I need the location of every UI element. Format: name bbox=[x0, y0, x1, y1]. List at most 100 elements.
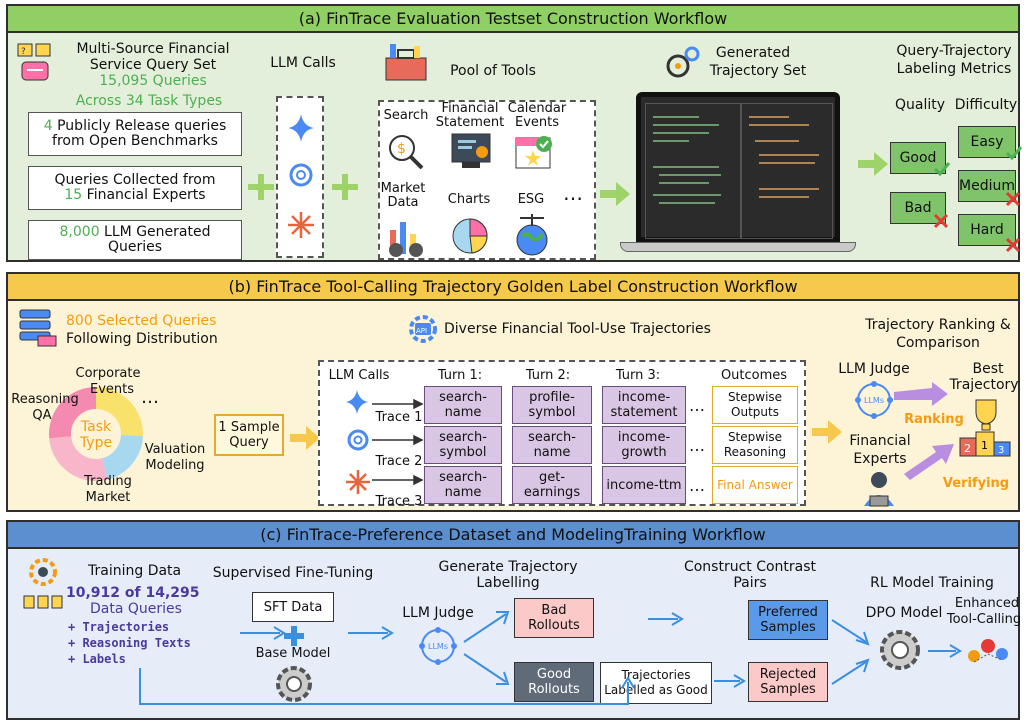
trace3-label: Trace 3 bbox=[375, 494, 423, 509]
trace2-label: Trace 2 bbox=[375, 454, 423, 469]
quality-label: Quality bbox=[894, 97, 946, 113]
llm-judge-label-c: LLM Judge bbox=[402, 605, 474, 621]
rl-title: RL Model Training bbox=[870, 575, 994, 591]
trace1-turn1: search-name bbox=[424, 386, 502, 424]
code-pane-right bbox=[741, 103, 833, 239]
quality-bad: Bad bbox=[890, 192, 946, 224]
cat-valuation-2: Modeling bbox=[145, 458, 205, 473]
td-line5: + Labels bbox=[68, 652, 126, 666]
tool-calendar-events-label: Calendar Events bbox=[507, 101, 567, 130]
diverse-title: Diverse Financial Tool-Use Trajectories bbox=[444, 321, 711, 337]
bottom-connector bbox=[139, 668, 635, 705]
tool-search-label: Search bbox=[383, 108, 429, 123]
trace2-turn3: income-growth bbox=[602, 426, 686, 464]
claude-icon bbox=[288, 212, 314, 238]
trace-arrows bbox=[372, 398, 424, 486]
plus-icon bbox=[332, 174, 358, 200]
verifying-label: Verifying bbox=[942, 476, 1010, 491]
cat-reasoning-2: QA bbox=[32, 408, 52, 423]
claude-icon bbox=[346, 470, 370, 494]
gen-title-1: Generate Trajectory bbox=[438, 559, 578, 575]
difficulty-medium: Medium bbox=[958, 170, 1016, 202]
following-distribution: Following Distribution bbox=[66, 331, 218, 347]
check-icon bbox=[933, 162, 951, 177]
svg-text:$: $ bbox=[397, 141, 406, 157]
api-gear-icon: API bbox=[409, 315, 437, 343]
td-line4: + Reasoning Texts bbox=[68, 636, 191, 650]
trace2-turn2: search-name bbox=[512, 426, 592, 464]
enhanced-1: Enhanced bbox=[954, 596, 1020, 611]
cat-valuation-1: Valuation bbox=[144, 442, 206, 457]
trace2-turn1: search-symbol bbox=[424, 426, 502, 464]
src3-text-b: Queries bbox=[107, 239, 163, 255]
query-set-title-1: Multi-Source Financial bbox=[76, 41, 230, 57]
plus-icon bbox=[248, 174, 274, 200]
location-pins-icon bbox=[968, 639, 1008, 663]
cat-trading-1: Trading bbox=[84, 474, 132, 489]
svg-text:3: 3 bbox=[998, 445, 1004, 456]
gemini-icon bbox=[346, 390, 368, 414]
src1-text-b: from Open Benchmarks bbox=[52, 133, 218, 149]
generated-title-1: Generated bbox=[715, 45, 791, 61]
difficulty-label: Difficulty bbox=[954, 97, 1018, 113]
ranking-label: Ranking bbox=[904, 412, 964, 427]
panel-a-title: (a) FinTrace Evaluation Testset Construc… bbox=[298, 9, 728, 28]
turn-ellipsis-3: … bbox=[689, 476, 705, 495]
ranking-title-1: Trajectory Ranking & bbox=[865, 317, 1011, 333]
tools-ellipsis: … bbox=[563, 181, 583, 205]
code-lines bbox=[653, 116, 819, 204]
td-line1: 10,912 of 14,295 bbox=[66, 585, 200, 601]
src2-num: 15 bbox=[64, 187, 83, 203]
trace1-turn2: profile-symbol bbox=[512, 386, 592, 424]
llm-calls-label-b: LLM Calls bbox=[328, 368, 390, 383]
cross-icon bbox=[1005, 191, 1021, 207]
chat-bubbles-icon: ? bbox=[17, 43, 51, 81]
trace1-turn3: income-statement bbox=[602, 386, 686, 424]
calendar-icon bbox=[515, 136, 552, 169]
ranking-title-2: Comparison bbox=[896, 335, 980, 351]
outcomes-label: Outcomes bbox=[720, 368, 788, 383]
source-box-llm: 8,000 LLM Generated Queries bbox=[28, 220, 242, 260]
turn1-label: Turn 1: bbox=[437, 368, 483, 383]
arrow-right-icon bbox=[240, 626, 286, 640]
gemini-icon bbox=[288, 114, 314, 142]
llm-judge-network-icon: LLMs bbox=[419, 627, 457, 665]
difficulty-hard: Hard bbox=[958, 214, 1016, 246]
binoculars-icon bbox=[389, 222, 423, 257]
source-box-benchmarks: 4 Publicly Release queries from Open Ben… bbox=[28, 112, 242, 156]
check-icon bbox=[1005, 146, 1023, 161]
donut-center-1: Task bbox=[80, 419, 112, 435]
laptop-screen bbox=[636, 92, 840, 242]
labeling-title-1: Query-Trajectory bbox=[896, 43, 1012, 59]
turn-ellipsis-2: … bbox=[689, 436, 705, 455]
arrow-right-icon bbox=[348, 626, 394, 640]
tool-esg-label: ESG bbox=[517, 192, 545, 207]
categories-ellipsis: … bbox=[141, 387, 159, 408]
llm-badge: LLMs bbox=[428, 642, 448, 651]
gen-title-2: Labelling bbox=[476, 575, 540, 591]
panel-a: (a) FinTrace Evaluation Testset Construc… bbox=[6, 4, 1023, 262]
src1-num: 4 bbox=[43, 118, 53, 134]
trace1-label: Trace 1 bbox=[375, 410, 423, 425]
src3-text-a: LLM Generated bbox=[99, 224, 211, 240]
base-model-gear-icon bbox=[276, 666, 312, 702]
plus-icon bbox=[284, 626, 304, 646]
openai-icon bbox=[289, 163, 313, 187]
turn2-label: Turn 2: bbox=[525, 368, 571, 383]
trace3-turn1: search-name bbox=[424, 466, 502, 504]
esg-globe-icon bbox=[516, 214, 548, 256]
query-set-title-2: Service Query Set bbox=[89, 57, 217, 73]
arrow-right-icon bbox=[812, 420, 842, 444]
arrow-right-icon bbox=[290, 426, 320, 450]
data-gear-icon bbox=[23, 558, 63, 609]
arrow-right-icon bbox=[928, 644, 962, 658]
arrow-right-icon bbox=[648, 612, 684, 626]
arrow-right-icon bbox=[600, 182, 630, 206]
sft-data-box: SFT Data bbox=[252, 592, 334, 622]
